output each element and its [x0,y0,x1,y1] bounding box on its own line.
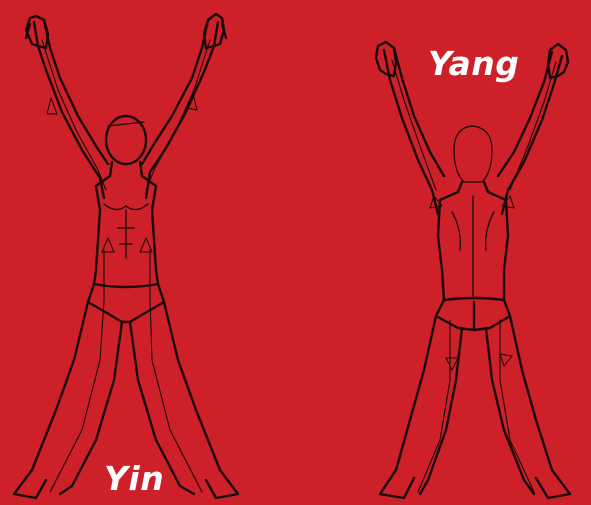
yang-shorts [436,298,510,330]
yang-label: Yang [428,47,519,80]
yang-head [454,126,492,182]
yang-legs [380,316,570,498]
yang-arrow-right-leg [500,354,512,366]
yin-label: Yin [104,462,164,495]
yin-arrow-left-arm [47,98,57,114]
yang-back-figure [376,42,570,498]
yin-front-figure [14,14,238,498]
yin-head [106,116,146,164]
yin-shorts [88,284,164,322]
